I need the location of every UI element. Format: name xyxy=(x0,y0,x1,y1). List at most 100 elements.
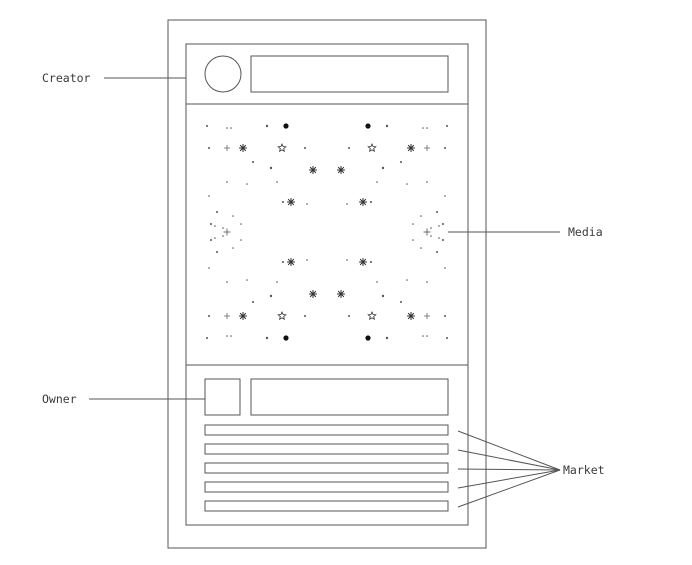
star-dot xyxy=(422,335,424,337)
star-dot xyxy=(269,294,273,298)
star-dot xyxy=(444,315,446,317)
star-cross xyxy=(223,228,231,236)
star-dot xyxy=(222,227,224,229)
star-cross xyxy=(424,313,430,319)
star-burst xyxy=(287,258,295,266)
star-dot xyxy=(283,335,289,341)
star-dot xyxy=(438,225,440,227)
star-outline xyxy=(367,310,377,321)
star-dot xyxy=(208,267,210,269)
star-outline xyxy=(277,142,287,153)
star-dot xyxy=(283,123,289,129)
star-dot xyxy=(222,235,224,237)
owner-avatar xyxy=(204,378,241,416)
creator-section xyxy=(185,43,469,105)
star-dot xyxy=(430,235,432,237)
star-dot xyxy=(214,225,216,227)
star-dot xyxy=(306,203,308,205)
star-dot xyxy=(385,336,389,340)
star-burst xyxy=(407,312,415,320)
star-dot xyxy=(252,161,254,163)
star-burst xyxy=(359,198,367,206)
star-dot xyxy=(446,125,448,127)
star-dot xyxy=(412,239,414,241)
star-burst xyxy=(337,290,345,298)
star-dot xyxy=(276,281,278,283)
star-burst xyxy=(407,144,415,152)
star-dot xyxy=(210,223,212,225)
market-leader-line xyxy=(457,468,561,471)
star-dot xyxy=(206,125,208,127)
star-dot xyxy=(365,335,371,341)
star-dot xyxy=(265,336,269,340)
market-row xyxy=(204,500,449,512)
market-row xyxy=(204,443,449,455)
star-dot xyxy=(444,195,446,197)
star-dot xyxy=(210,239,212,241)
star-dot xyxy=(412,223,414,225)
market-row xyxy=(204,462,449,474)
market-leader-lines xyxy=(457,430,561,508)
star-dot xyxy=(240,239,242,241)
star-dot xyxy=(252,301,254,303)
star-dot xyxy=(420,247,422,249)
star-cross xyxy=(423,228,431,236)
star-dot xyxy=(216,211,218,213)
star-dot xyxy=(381,166,385,170)
star-dot xyxy=(422,127,424,129)
market-rows xyxy=(204,424,449,512)
star-burst xyxy=(309,166,317,174)
market-row xyxy=(204,481,449,493)
star-outline xyxy=(367,142,377,153)
market-leader-line xyxy=(457,430,561,471)
market-leader-line xyxy=(457,449,561,471)
star-dot xyxy=(232,247,234,249)
star-outline xyxy=(277,310,287,321)
star-dot xyxy=(426,127,428,129)
star-dot xyxy=(426,335,428,337)
star-dot xyxy=(306,259,308,261)
star-dot xyxy=(216,251,218,253)
star-dot xyxy=(282,201,284,203)
star-dot xyxy=(430,227,432,229)
star-dot xyxy=(304,315,306,317)
star-dot xyxy=(426,181,428,183)
star-dot xyxy=(376,181,378,183)
star-dot xyxy=(230,127,232,129)
owner-name-field xyxy=(250,378,449,416)
star-dot xyxy=(436,251,438,253)
star-dot xyxy=(226,335,228,337)
star-burst xyxy=(309,290,317,298)
star-cross xyxy=(424,145,430,151)
star-dot xyxy=(346,203,348,205)
star-dot xyxy=(232,215,234,217)
star-burst xyxy=(239,312,247,320)
star-dot xyxy=(400,161,402,163)
star-dot xyxy=(276,181,278,183)
star-dot xyxy=(436,211,438,213)
star-dot xyxy=(444,147,446,149)
star-dot xyxy=(304,147,306,149)
star-dot xyxy=(240,223,242,225)
star-dot xyxy=(226,181,228,183)
star-cross xyxy=(224,313,230,319)
star-burst xyxy=(359,258,367,266)
card-outline xyxy=(167,19,487,549)
star-dot xyxy=(406,183,408,185)
market-leader-line xyxy=(457,469,561,489)
star-dot xyxy=(381,294,385,298)
media-starfield xyxy=(206,123,448,341)
star-dot xyxy=(282,261,284,263)
star-burst xyxy=(239,144,247,152)
star-dot xyxy=(230,335,232,337)
star-dot xyxy=(246,183,248,185)
star-dot xyxy=(348,147,350,149)
star-dot xyxy=(348,315,350,317)
owner-section xyxy=(185,364,469,526)
star-dot xyxy=(442,223,444,225)
star-dot xyxy=(246,279,248,281)
star-dot xyxy=(269,166,273,170)
market-leader-line xyxy=(457,469,561,508)
